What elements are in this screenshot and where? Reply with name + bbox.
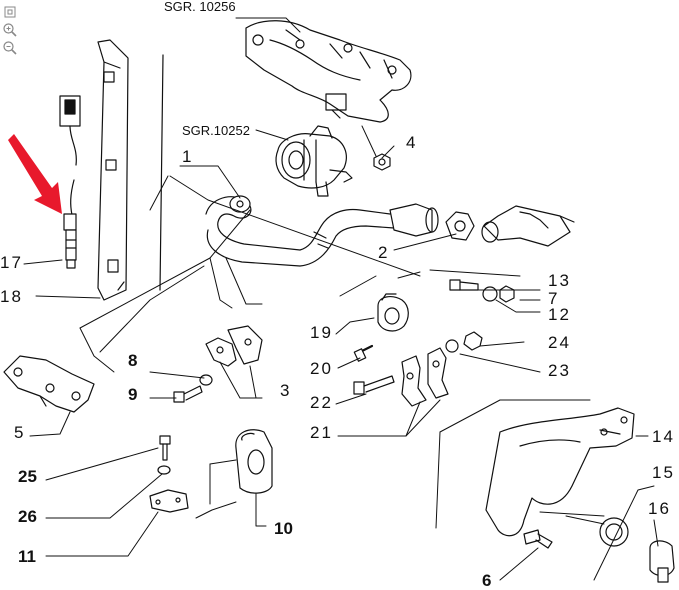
oxygen-sensor[interactable] (59, 95, 81, 269)
bolt[interactable] (173, 385, 203, 403)
callout-8: 8 (128, 351, 138, 370)
callout-14: 14 (652, 427, 675, 446)
callout-15: 15 (652, 463, 675, 482)
callout-11: 11 (18, 547, 36, 566)
callout-20: 20 (310, 359, 333, 378)
bolt[interactable] (449, 279, 479, 291)
callout-1: 1 (182, 147, 194, 166)
zoom-toolbar (2, 4, 20, 58)
rubber-bushing[interactable] (235, 429, 273, 494)
mounting-bracket[interactable] (149, 489, 189, 513)
callout-9: 9 (128, 385, 138, 404)
ref-label-water-pump: SGR.10252 (182, 123, 250, 138)
leader-lines (23, 17, 659, 581)
screw[interactable] (353, 344, 374, 362)
callout-18: 18 (0, 287, 23, 306)
washer[interactable] (157, 465, 171, 475)
callout-5: 5 (14, 423, 26, 442)
nut[interactable] (463, 331, 483, 351)
callout-13: 13 (548, 271, 571, 290)
water-pump[interactable] (275, 125, 353, 197)
flange-gasket[interactable] (445, 211, 475, 241)
callout-23: 23 (548, 361, 571, 380)
callout-21: 21 (310, 423, 333, 442)
separator-line (159, 54, 164, 291)
callout-2: 2 (378, 243, 390, 262)
zoom-in-icon[interactable] (2, 22, 18, 38)
nut[interactable] (373, 153, 391, 171)
callout-24: 24 (548, 333, 571, 352)
screw[interactable] (159, 435, 171, 461)
heat-shield-bracket[interactable] (3, 355, 95, 413)
exhaust-pipe[interactable] (481, 205, 575, 247)
callout-19: 19 (310, 323, 333, 342)
zoom-out-icon[interactable] (2, 40, 18, 56)
highlight-arrow-icon (8, 134, 62, 214)
heat-shield[interactable] (485, 407, 635, 537)
callout-25: 25 (18, 467, 37, 486)
callout-10: 10 (274, 519, 293, 538)
callout-12: 12 (548, 305, 571, 324)
pipe-clamp[interactable] (377, 293, 409, 332)
washer[interactable] (482, 286, 498, 302)
callout-26: 26 (18, 507, 37, 526)
callout-22: 22 (310, 393, 333, 412)
exhaust-manifold[interactable] (245, 20, 412, 123)
clamp-bracket[interactable] (401, 347, 449, 407)
fit-to-window-icon[interactable] (2, 4, 18, 20)
callout-7: 7 (548, 289, 560, 308)
callout-3: 3 (280, 381, 292, 400)
washer[interactable] (199, 374, 213, 386)
callout-6: 6 (482, 571, 492, 590)
washer[interactable] (445, 339, 459, 353)
bolt[interactable] (523, 529, 553, 549)
callout-17: 17 (0, 253, 23, 272)
coolant-pipe-assembly[interactable] (205, 195, 439, 267)
ref-label-manifold: SGR. 10256 (164, 0, 236, 14)
callout-4: 4 (406, 133, 418, 152)
rubber-mount[interactable] (649, 540, 675, 583)
nut[interactable] (499, 285, 515, 303)
grommet[interactable] (599, 517, 629, 547)
sensor-cable-bracket[interactable] (97, 39, 129, 301)
pipe-support-bracket[interactable] (205, 325, 263, 367)
bolt[interactable] (353, 375, 395, 395)
callout-16: 16 (648, 499, 671, 518)
